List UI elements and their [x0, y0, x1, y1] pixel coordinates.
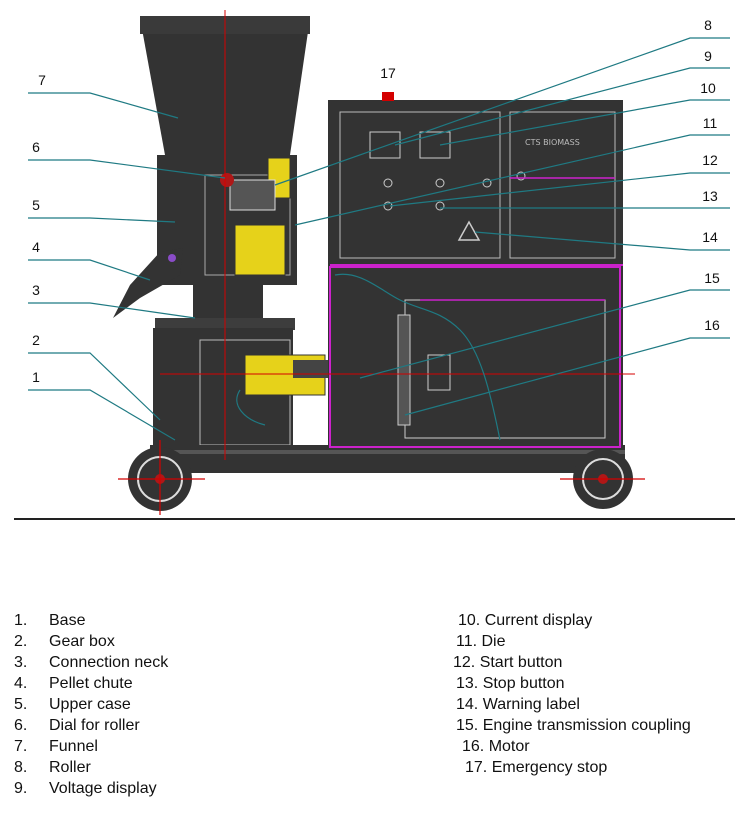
motor-terminal-box: [427, 354, 451, 391]
control-panel-right: [509, 111, 616, 259]
leader-line-12: [389, 172, 730, 207]
callout-7: 7: [38, 72, 46, 88]
callout-1: 1: [32, 369, 40, 385]
leader-line-14: [474, 231, 730, 251]
callout-8: 8: [704, 17, 712, 33]
callout-11: 11: [703, 115, 718, 131]
leader-line-4: [28, 259, 151, 281]
legend-item: 10. Current display: [458, 612, 593, 629]
legend-item: 15. Engine transmission coupling: [456, 717, 691, 734]
motor-flange: [397, 314, 411, 426]
leader-line-15: [359, 289, 730, 379]
callout-2: 2: [32, 332, 40, 348]
leader-line-10: [439, 99, 730, 146]
pellet-mill-diagram: CTS BIOMASS: [14, 10, 735, 520]
stop-button: [435, 201, 445, 211]
callout-3: 3: [32, 282, 40, 298]
voltage-display: [369, 131, 401, 159]
leader-lines: [28, 37, 730, 441]
pellet-chute: [113, 248, 183, 318]
callout-13: 13: [702, 188, 718, 204]
callout-12: 12: [702, 152, 718, 168]
legend-item: 12. Start button: [453, 654, 563, 671]
indicator-light: [516, 171, 526, 181]
callout-5: 5: [32, 197, 40, 213]
callout-numbers: 1 2 3 4 5 6 7 8 9 10 11 12 13 14 15 16 1…: [32, 17, 720, 385]
leader-line-5: [28, 217, 176, 223]
emergency-stop: [382, 92, 394, 101]
leader-line-2: [28, 352, 161, 421]
leader-line-11: [294, 134, 730, 226]
callout-16: 16: [704, 317, 720, 333]
die-plate: [234, 224, 286, 276]
legend-item: 13. Stop button: [456, 675, 565, 692]
roller-dial-plate: [229, 179, 276, 211]
current-display: [419, 131, 451, 159]
legend-item: 11. Die: [456, 633, 506, 650]
leader-line-6: [28, 159, 226, 179]
legend-item: 2.Gear box: [14, 633, 115, 650]
callout-14: 14: [702, 229, 718, 245]
callout-6: 6: [32, 139, 40, 155]
callout-15: 15: [704, 270, 720, 286]
legend-item: 16. Motor: [462, 738, 530, 755]
legend-item: 4.Pellet chute: [14, 675, 133, 692]
leader-line-3: [28, 302, 196, 319]
leader-line-9: [394, 67, 730, 146]
warning-label: [457, 220, 481, 241]
legend-item: 5.Upper case: [14, 696, 131, 713]
callout-10: 10: [700, 80, 716, 96]
legend-item: 6.Dial for roller: [14, 717, 140, 734]
legend-item: 14. Warning label: [456, 696, 580, 713]
legend-item: 1.Base: [14, 612, 86, 629]
leader-line-7: [28, 92, 179, 119]
indicator-light: [482, 178, 492, 188]
indicator-light: [383, 178, 393, 188]
panel-brand-text: CTS BIOMASS: [525, 138, 580, 147]
indicator-light: [435, 178, 445, 188]
callout-9: 9: [704, 48, 712, 64]
legend-item: 8.Roller: [14, 759, 91, 776]
base-rail: [150, 450, 625, 454]
callout-4: 4: [32, 239, 40, 255]
leader-line-16: [404, 337, 730, 416]
legend-item: 3.Connection neck: [14, 654, 169, 671]
leader-line-1: [28, 389, 176, 441]
motor-housing: [328, 265, 623, 450]
control-panel-left: [339, 111, 501, 259]
legend-item: 7.Funnel: [14, 738, 98, 755]
chute-bolt: [168, 254, 176, 262]
legend-item: 9.Voltage display: [14, 780, 157, 797]
leader-line-wire-2: [236, 389, 266, 426]
callout-17: 17: [380, 65, 396, 81]
legend-item: 17. Emergency stop: [465, 759, 608, 776]
dial-for-roller: [220, 173, 234, 187]
control-cabinet: [328, 100, 623, 265]
connection-neck: [193, 285, 263, 323]
parts-legend: 1.Base 2.Gear box 3.Connection neck 4.Pe…: [0, 610, 750, 810]
leader-line-8: [274, 37, 730, 186]
leader-line-wire: [334, 273, 501, 441]
